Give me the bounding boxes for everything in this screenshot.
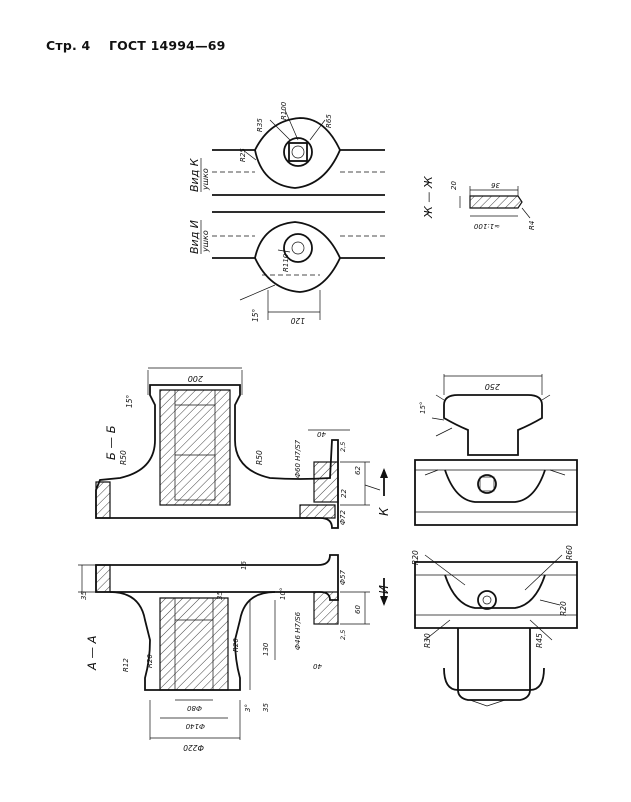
dim-3deg: 3° bbox=[244, 704, 252, 712]
dim-35-a: 35 bbox=[80, 591, 88, 600]
dim-22: 22 bbox=[340, 489, 348, 498]
dim-250: 250 bbox=[485, 382, 500, 391]
section-a-title: А — А bbox=[85, 635, 99, 671]
view-i-label: Вид И ушко bbox=[188, 220, 210, 254]
dim-2-5-b: 2,5 bbox=[339, 630, 347, 640]
dim-200: 200 bbox=[188, 374, 203, 383]
dim-15deg-c: 15° bbox=[419, 402, 427, 414]
dim-f60: Ф60 H7/S7 bbox=[294, 439, 302, 478]
dim-r65: R65 bbox=[325, 114, 333, 128]
dim-r50-a: R50 bbox=[119, 450, 128, 465]
dim-62: 62 bbox=[354, 466, 362, 475]
dim-slope: ≈1:100 bbox=[473, 222, 500, 230]
dim-r100: R100 bbox=[280, 101, 288, 120]
section-zh-drawing bbox=[459, 186, 531, 219]
view-k-drawing bbox=[212, 109, 385, 196]
dim-r20-c: R20 bbox=[411, 550, 420, 565]
arrow-i-head bbox=[380, 596, 388, 606]
dim-15deg-b: 15° bbox=[125, 394, 134, 408]
dim-r60: R60 bbox=[565, 545, 574, 560]
dim-f220: Ф220 bbox=[183, 743, 204, 752]
view-i-subtitle: ушко bbox=[201, 230, 210, 253]
section-zh-title: Ж — Ж bbox=[422, 175, 435, 219]
arrow-k-head bbox=[380, 468, 388, 478]
dim-16: 16 bbox=[240, 561, 248, 570]
dim-10deg: 10° bbox=[279, 588, 287, 600]
dim-40-b: 40 bbox=[313, 662, 322, 670]
view-i-title: Вид И bbox=[188, 220, 201, 254]
dim-2-5-a: 2,5 bbox=[339, 442, 347, 452]
dim-r110: R110 bbox=[282, 253, 290, 272]
dim-f46: Ф46 H7/S6 bbox=[294, 611, 302, 650]
dim-r30: R30 bbox=[423, 633, 432, 648]
dim-60: 60 bbox=[354, 605, 362, 614]
section-b-drawing bbox=[95, 367, 381, 529]
dim-40-a: 40 bbox=[317, 430, 326, 438]
dim-r12: R12 bbox=[122, 658, 130, 672]
dim-35-c: 35 bbox=[262, 703, 270, 712]
arrow-k-label: К bbox=[377, 507, 391, 516]
dim-r20-d: R20 bbox=[559, 601, 568, 616]
page-number: Стр. 4 bbox=[46, 38, 91, 53]
view-k-title: Вид К bbox=[188, 157, 201, 192]
dim-r35: R35 bbox=[256, 118, 264, 132]
standard-number: ГОСТ 14994—69 bbox=[108, 38, 226, 53]
view-k-subtitle: ушко bbox=[201, 168, 210, 191]
dim-r4: R4 bbox=[528, 221, 536, 230]
dim-f72: Ф72 bbox=[339, 510, 347, 525]
dim-r20-b: R20 bbox=[232, 638, 240, 652]
dim-35-b: 35 bbox=[216, 591, 224, 600]
side-view-lower-drawing bbox=[414, 554, 578, 707]
view-k-label: Вид К ушко bbox=[188, 157, 210, 192]
dim-r20-a: R20 bbox=[146, 654, 154, 668]
dim-r45: R45 bbox=[535, 633, 544, 648]
dim-r25: R25 bbox=[239, 148, 247, 162]
view-i-drawing bbox=[212, 211, 385, 320]
dim-f80: Ф80 bbox=[187, 704, 202, 712]
side-view-upper-drawing bbox=[414, 374, 578, 526]
dim-15deg: 15° bbox=[251, 308, 260, 322]
section-b-title: Б — Б bbox=[104, 425, 118, 460]
dim-f140: Ф140 bbox=[185, 722, 205, 730]
dim-r50-b: R50 bbox=[255, 450, 264, 465]
dim-130: 130 bbox=[262, 642, 270, 656]
section-a-drawing bbox=[78, 554, 370, 740]
dim-120: 120 bbox=[290, 316, 305, 325]
page-header: Стр. 4 ГОСТ 14994—69 bbox=[46, 38, 226, 53]
dim-20: 20 bbox=[450, 181, 458, 190]
dim-36: 36 bbox=[491, 181, 500, 189]
dim-f57: Ф57 bbox=[339, 570, 347, 585]
